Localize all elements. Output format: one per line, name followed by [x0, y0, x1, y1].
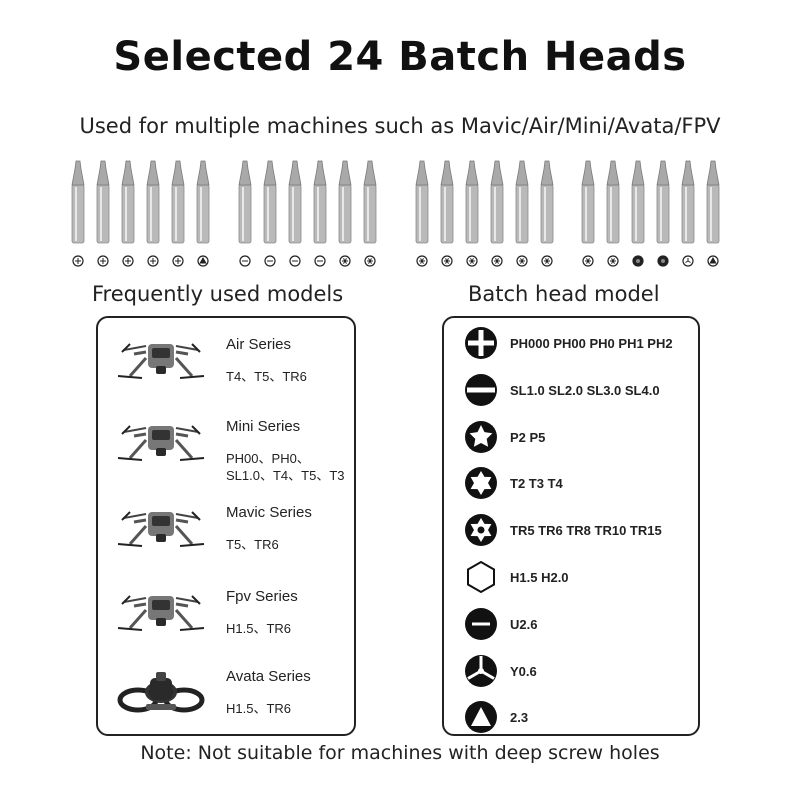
drone-icon [116, 414, 206, 474]
drill-bit [146, 160, 160, 267]
model-name: Air Series [226, 336, 292, 353]
head-models: U2.6 [510, 616, 538, 632]
drill-bit [706, 160, 720, 267]
drill-bit [656, 160, 670, 267]
head-row: P2 P5 [444, 420, 698, 460]
head-models: 2.3 [510, 710, 529, 726]
drill-bit [338, 160, 352, 267]
head-row: 2.3 [444, 700, 698, 740]
head-row: Y0.6 [444, 654, 698, 694]
drill-bit [363, 160, 377, 267]
head-row: H1.5 H2.0 [444, 560, 698, 600]
drone-icon [116, 584, 206, 644]
head-models: PH000 PH00 PH0 PH1 PH2 [510, 336, 673, 351]
drill-bit [581, 160, 595, 267]
head-models: Y0.6 [510, 663, 537, 679]
page-title: Selected 24 Batch Heads [113, 34, 687, 80]
drill-bit [288, 160, 302, 267]
drill-bit [171, 160, 185, 267]
drill-bit [71, 160, 85, 267]
drill-bit [606, 160, 620, 267]
phillips-icon [464, 326, 498, 360]
head-models: T2 T3 T4 [510, 476, 563, 492]
drill-bit [238, 160, 252, 267]
drill-bit [121, 160, 135, 267]
u-type-icon [464, 607, 498, 641]
head-models: P2 P5 [510, 429, 546, 445]
drill-bit [96, 160, 110, 267]
drill-bit [415, 160, 429, 267]
head-row: U2.6 [444, 607, 698, 647]
page-subtitle: Used for multiple machines such as Mavic… [79, 114, 721, 138]
drone-icon [116, 500, 206, 560]
model-compatible-heads: T4、T5、TR6 [226, 369, 307, 384]
model-compatible-heads: T5、TR6 [226, 537, 279, 552]
model-compatible-heads: H1.5、TR6 [226, 701, 292, 716]
drill-bit [631, 160, 645, 267]
head-row: T2 T3 T4 [444, 466, 698, 506]
drill-bit [440, 160, 454, 267]
model-compatible-heads: H1.5、TR6 [226, 621, 292, 636]
head-models: H1.5 H2.0 [510, 570, 569, 585]
bit-strip [71, 160, 720, 267]
model-compatible-heads: PH00、PH0、 SL1.0、T4、T5、T3 [226, 451, 345, 483]
note-text: Note: Not suitable for machines with dee… [140, 742, 660, 764]
head-row: TR5 TR6 TR8 TR10 TR15 [444, 513, 698, 553]
head-row: SL1.0 SL2.0 SL3.0 SL4.0 [444, 373, 698, 413]
model-name: Mavic Series [226, 504, 312, 521]
head-models: TR5 TR6 TR8 TR10 TR15 [510, 523, 662, 539]
hex-icon [464, 560, 498, 594]
slotted-icon [464, 373, 498, 407]
cinewhoop-drone-icon [116, 664, 206, 724]
pentalobe-icon [464, 420, 498, 454]
drill-bit [196, 160, 210, 267]
drill-bit [515, 160, 529, 267]
heads-heading: Batch head model [468, 282, 660, 306]
head-row: PH000 PH00 PH0 PH1 PH2 [444, 326, 698, 366]
drill-bit [263, 160, 277, 267]
model-name: Avata Series [226, 668, 311, 685]
drone-icon [116, 332, 206, 392]
head-models: SL1.0 SL2.0 SL3.0 SL4.0 [510, 382, 660, 398]
models-heading: Frequently used models [92, 282, 344, 306]
torx-icon [464, 466, 498, 500]
triangle-icon [464, 700, 498, 734]
drill-bit [465, 160, 479, 267]
drill-bit [313, 160, 327, 267]
torx-security-icon [464, 513, 498, 547]
drill-bit [490, 160, 504, 267]
model-name: Mini Series [226, 418, 301, 435]
model-name: Fpv Series [226, 588, 298, 605]
drill-bit [540, 160, 554, 267]
drill-bit [681, 160, 695, 267]
y-type-icon [464, 654, 498, 688]
